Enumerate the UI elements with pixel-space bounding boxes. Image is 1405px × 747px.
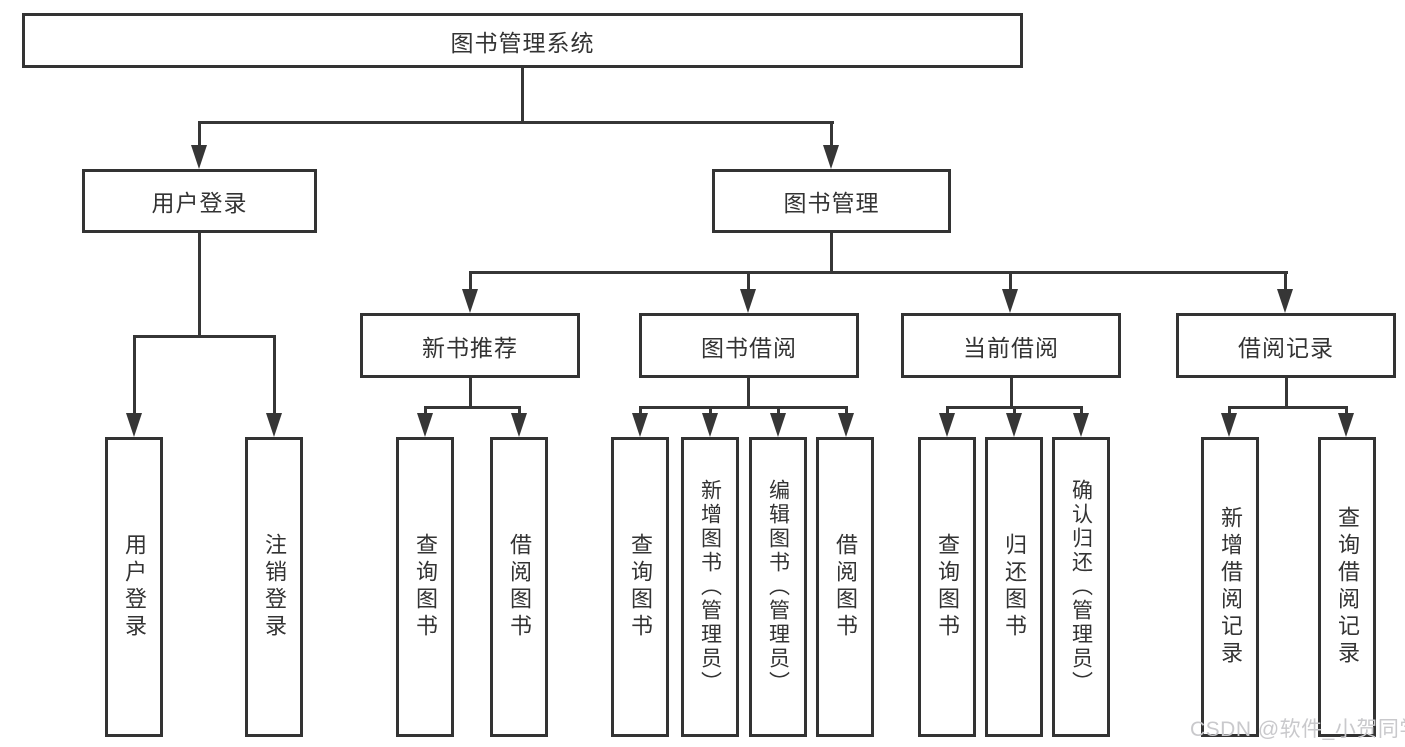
node-book-borrowing: 图书借阅 [639,313,859,378]
leaf-add-borrow-record: 新增借阅记录 [1201,437,1259,737]
arrowhead-down-icon [632,413,648,437]
leaf-label: 确认归还（管理员） [1069,479,1093,695]
connector-line [747,376,750,408]
leaf-confirm-return-admin: 确认归还（管理员） [1052,437,1110,737]
connector-line [1228,406,1231,416]
connector-line [1285,376,1288,408]
leaf-label: 用户登录 [122,533,147,641]
leaf-label: 借阅图书 [507,533,532,641]
node-label: 图书管理 [783,190,880,216]
arrowhead-down-icon [823,145,839,169]
connector-line [424,406,427,416]
node-label: 图书借阅 [701,334,797,361]
connector-line [777,406,780,416]
leaf-borrow-books-recommend: 借阅图书 [490,437,548,737]
connector-line [1284,271,1287,293]
leaf-label: 注销登录 [262,533,287,641]
connector-line [639,406,642,416]
leaf-user-login: 用户登录 [105,437,163,737]
connector-line [469,271,472,293]
connector-line [1010,376,1013,408]
connector-line [273,335,276,415]
connector-line [709,406,712,416]
arrowhead-down-icon [838,413,854,437]
arrowhead-down-icon [511,413,527,437]
leaf-label: 编辑图书（管理员） [766,479,790,695]
leaf-borrow-books-borrowing: 借阅图书 [816,437,874,737]
leaf-query-books-current: 查询图书 [918,437,976,737]
connector-line [1013,406,1016,416]
connector-line [1009,271,1012,293]
connector-line [830,231,833,273]
arrowhead-down-icon [1006,413,1022,437]
connector-line [133,335,136,415]
connector-line [845,406,848,416]
node-label: 当前借阅 [963,334,1059,361]
connector-line [133,335,276,338]
leaf-query-books-borrowing: 查询图书 [611,437,669,737]
arrowhead-down-icon [1277,289,1293,313]
arrowhead-down-icon [770,413,786,437]
arrowhead-down-icon [1221,413,1237,437]
connector-line [424,406,521,409]
arrowhead-down-icon [740,289,756,313]
leaf-logout: 注销登录 [245,437,303,737]
connector-line [521,66,524,123]
leaf-add-books-admin: 新增图书（管理员） [681,437,739,737]
arrowhead-down-icon [266,413,282,437]
connector-line [1345,406,1348,416]
leaf-label: 查询图书 [413,533,438,641]
node-new-book-recommend: 新书推荐 [360,313,580,378]
node-borrowing-records: 借阅记录 [1176,313,1396,378]
node-label: 借阅记录 [1238,334,1334,361]
connector-line [198,121,201,149]
node-current-borrowing: 当前借阅 [901,313,1121,378]
leaf-label: 归还图书 [1002,533,1027,641]
arrowhead-down-icon [1002,289,1018,313]
connector-line [946,406,949,416]
node-root-library-system: 图书管理系统 [22,13,1023,68]
arrowhead-down-icon [191,145,207,169]
leaf-label: 查询借阅记录 [1335,506,1360,668]
node-label: 用户登录 [151,190,248,216]
node-label: 图书管理系统 [450,29,595,56]
connector-line [469,271,1288,274]
leaf-label: 查询图书 [628,533,653,641]
connector-line [518,406,521,416]
node-label: 新书推荐 [422,334,518,361]
connector-line [198,121,834,124]
connector-line [830,121,833,149]
leaf-query-books-recommend: 查询图书 [396,437,454,737]
leaf-label: 新增图书（管理员） [698,479,722,695]
arrowhead-down-icon [126,413,142,437]
leaf-query-borrow-record: 查询借阅记录 [1318,437,1376,737]
connector-line [639,406,848,409]
connector-line [1080,406,1083,416]
connector-line [1228,406,1348,409]
connector-line [469,376,472,408]
arrowhead-down-icon [939,413,955,437]
node-user-login: 用户登录 [82,169,317,233]
leaf-label: 查询图书 [935,533,960,641]
csdn-watermark: CSDN @软件_小贺同学 [1190,718,1405,741]
leaf-label: 新增借阅记录 [1218,506,1243,668]
arrowhead-down-icon [702,413,718,437]
leaf-return-books: 归还图书 [985,437,1043,737]
node-book-management: 图书管理 [712,169,951,233]
leaf-label: 借阅图书 [833,533,858,641]
arrowhead-down-icon [417,413,433,437]
arrowhead-down-icon [1073,413,1089,437]
leaf-edit-books-admin: 编辑图书（管理员） [749,437,807,737]
arrowhead-down-icon [462,289,478,313]
arrowhead-down-icon [1338,413,1354,437]
connector-line [198,231,201,338]
connector-line [747,271,750,293]
